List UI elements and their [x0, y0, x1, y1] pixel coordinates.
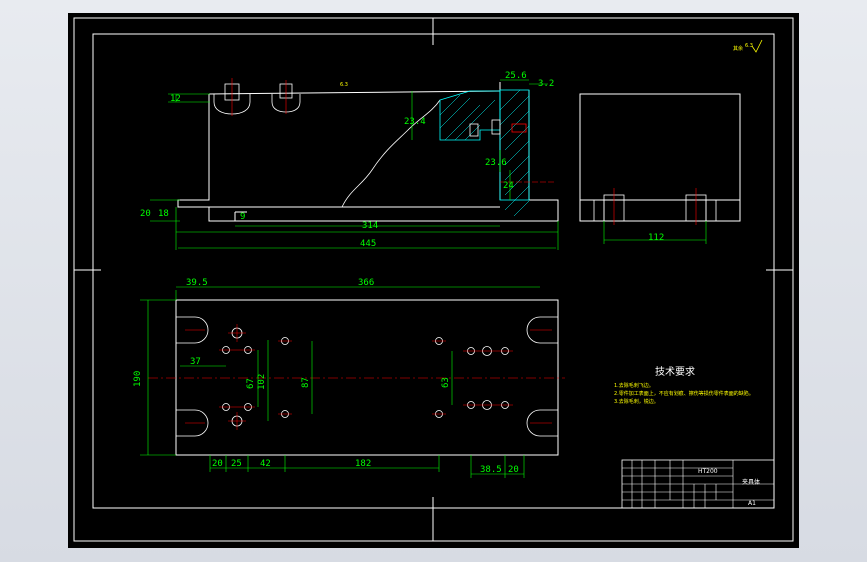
- dim-front-23-4: 23.4: [404, 117, 426, 127]
- dim-front-314: 314: [362, 221, 378, 231]
- center-marks: [74, 18, 793, 541]
- dim-front-3-2: 3.2: [538, 79, 554, 89]
- dim-top-25: 25: [231, 459, 242, 469]
- dim-front-20: 20: [140, 209, 151, 219]
- tech-req-item-2: 2.零件加工表面上，不应有划痕、擦伤等损伤零件表面的缺陷。: [614, 390, 754, 397]
- dim-top-20-left: 20: [212, 459, 223, 469]
- title-block-material: HT200: [698, 468, 718, 475]
- dim-side-112: 112: [648, 233, 664, 243]
- title-block-scale: A1: [748, 500, 756, 507]
- side-view: 112: [579, 93, 741, 244]
- dim-top-366: 366: [358, 278, 374, 288]
- title-block: HT200 夹具体 A1: [621, 459, 775, 509]
- front-view: 12 25.6 3.2 23.4 23.6 24 20 18 9 314 445…: [140, 71, 559, 250]
- dim-front-18: 18: [158, 209, 169, 219]
- dim-front-12: 12: [170, 94, 181, 104]
- dim-front-9: 9: [240, 212, 245, 222]
- dim-front-24: 24: [503, 181, 514, 191]
- roughness-label: 其余: [733, 45, 743, 52]
- dim-top-20-right: 20: [508, 465, 519, 475]
- roughness-symbol: 其余 6.3: [733, 39, 763, 53]
- dim-top-67: 67: [246, 378, 256, 389]
- roughness-value: 6.3: [745, 43, 753, 49]
- dim-top-190: 190: [133, 371, 143, 387]
- dim-top-87: 87: [301, 377, 311, 388]
- tech-req-item-1: 1.去除毛刺飞边。: [614, 382, 654, 389]
- tech-req-item-3: 3.去除毛刺，锐边。: [614, 398, 659, 405]
- surface-mark: 6.3: [340, 82, 348, 88]
- dim-top-182: 182: [355, 459, 371, 469]
- dim-front-23-6: 23.6: [485, 158, 507, 168]
- dim-top-39-5: 39.5: [186, 278, 208, 288]
- dim-front-445: 445: [360, 239, 376, 249]
- dim-top-102: 102: [257, 374, 267, 390]
- dim-top-63: 63: [441, 377, 451, 388]
- dim-top-42: 42: [260, 459, 271, 469]
- dim-top-38-5: 38.5: [480, 465, 502, 475]
- top-view: 39.5 366 190 37 67 102 87 63 20 25 42 18…: [133, 278, 565, 478]
- tech-requirements: 技术要求 1.去除毛刺飞边。 2.零件加工表面上，不应有划痕、擦伤等损伤零件表面…: [614, 365, 754, 405]
- dim-top-37: 37: [190, 357, 201, 367]
- tech-req-title: 技术要求: [655, 365, 695, 378]
- dim-front-25-6: 25.6: [505, 71, 527, 81]
- title-block-part-name: 夹具体: [742, 478, 760, 486]
